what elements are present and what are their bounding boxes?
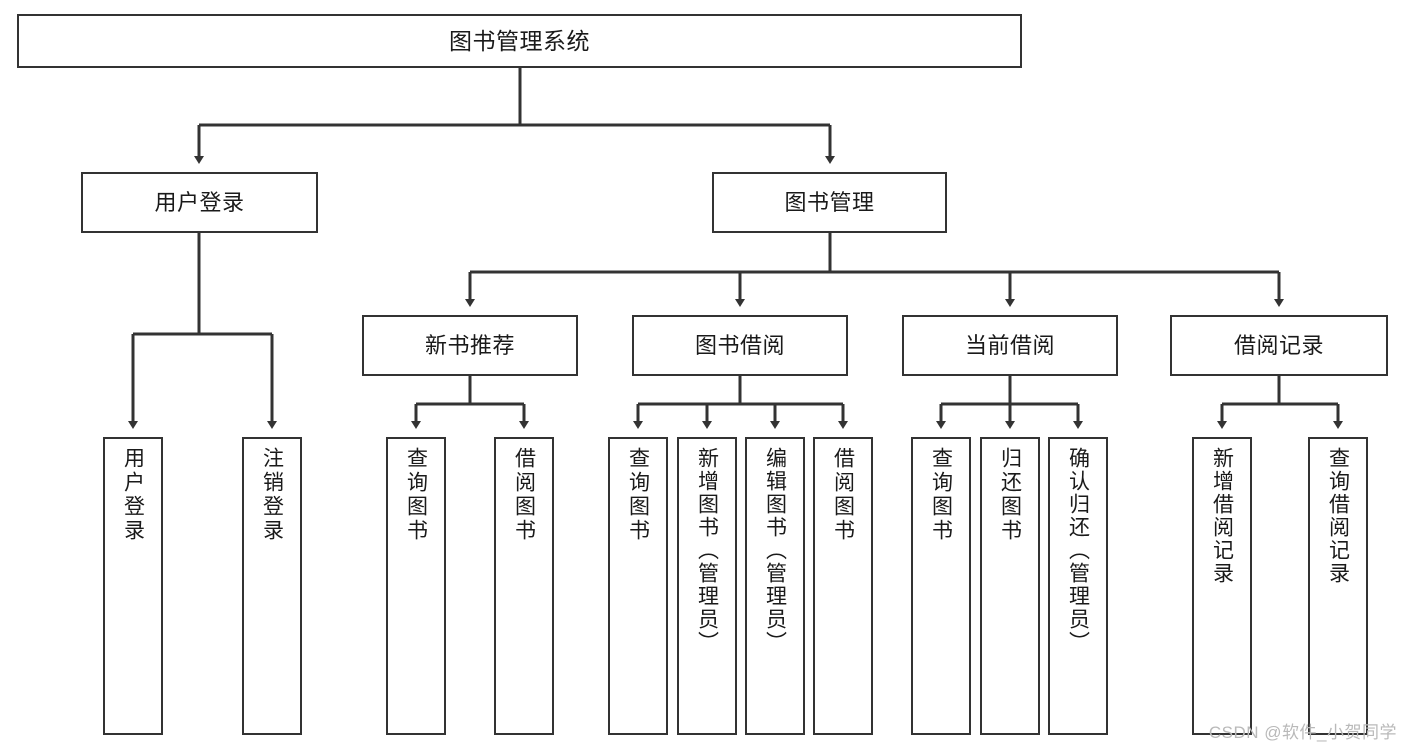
- csdn-watermark: CSDN @软件_小贺同学: [1208, 723, 1397, 742]
- leaf-record-query-record[interactable]: 查询借阅记录: [1308, 437, 1368, 735]
- node-root-system[interactable]: 图书管理系统: [17, 14, 1022, 68]
- node-label: 新增借阅记录: [1210, 447, 1234, 585]
- leaf-borrow-add-book-admin[interactable]: 新增图书（管理员）: [677, 437, 737, 735]
- node-label: 用户登录: [154, 189, 245, 215]
- node-label: 图书管理: [784, 189, 875, 215]
- node-label: 确认归还（管理员）: [1066, 447, 1090, 654]
- node-label: 图书借阅: [694, 332, 785, 358]
- node-borrow-record[interactable]: 借阅记录: [1170, 315, 1388, 376]
- leaf-user-login-logout[interactable]: 注销登录: [242, 437, 302, 735]
- node-label: 编辑图书（管理员）: [763, 447, 787, 654]
- node-label: 新增图书（管理员）: [695, 447, 719, 654]
- node-label: 新书推荐: [424, 332, 515, 358]
- node-label: 查询图书: [626, 447, 650, 543]
- leaf-current-query-book[interactable]: 查询图书: [911, 437, 971, 735]
- leaf-user-login-login[interactable]: 用户登录: [103, 437, 163, 735]
- node-label: 图书管理系统: [449, 27, 590, 54]
- node-label: 查询借阅记录: [1326, 447, 1350, 585]
- node-label: 查询图书: [404, 447, 428, 543]
- node-label: 注销登录: [260, 447, 284, 543]
- leaf-borrow-borrow-book[interactable]: 借阅图书: [813, 437, 873, 735]
- node-user-login[interactable]: 用户登录: [81, 172, 318, 233]
- leaf-current-return-book[interactable]: 归还图书: [980, 437, 1040, 735]
- node-label: 借阅记录: [1233, 332, 1324, 358]
- leaf-record-add-record[interactable]: 新增借阅记录: [1192, 437, 1252, 735]
- node-label: 用户登录: [121, 447, 145, 543]
- node-label: 借阅图书: [831, 447, 855, 543]
- node-current-borrow[interactable]: 当前借阅: [902, 315, 1118, 376]
- leaf-borrow-edit-book-admin[interactable]: 编辑图书（管理员）: [745, 437, 805, 735]
- leaf-recommend-query-book[interactable]: 查询图书: [386, 437, 446, 735]
- node-book-borrow[interactable]: 图书借阅: [632, 315, 848, 376]
- node-label: 当前借阅: [964, 332, 1055, 358]
- node-new-book-recommend[interactable]: 新书推荐: [362, 315, 578, 376]
- node-book-management[interactable]: 图书管理: [712, 172, 947, 233]
- node-label: 归还图书: [998, 447, 1022, 543]
- node-label: 借阅图书: [512, 447, 536, 543]
- leaf-recommend-borrow-book[interactable]: 借阅图书: [494, 437, 554, 735]
- node-label: 查询图书: [929, 447, 953, 543]
- leaf-borrow-query-book[interactable]: 查询图书: [608, 437, 668, 735]
- leaf-current-confirm-return-admin[interactable]: 确认归还（管理员）: [1048, 437, 1108, 735]
